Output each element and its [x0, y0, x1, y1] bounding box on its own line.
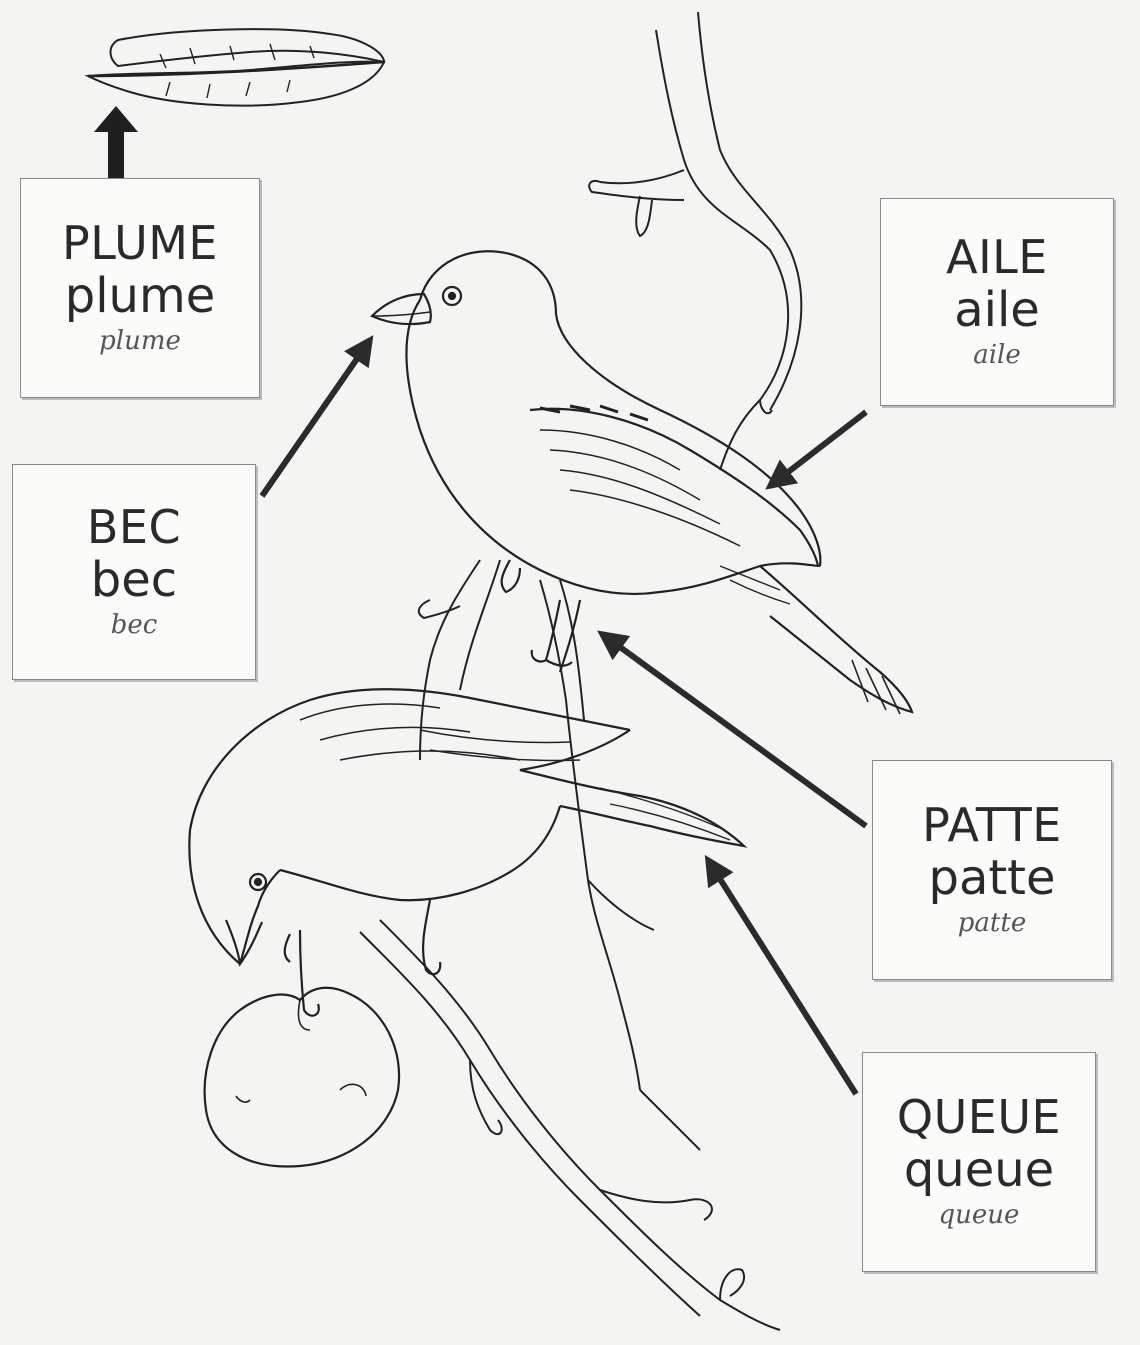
label-box-plume: PLUME plume plume — [20, 178, 260, 398]
label-bec-upper: BEC — [87, 501, 181, 554]
label-bec-cursive: bec — [111, 607, 158, 643]
label-patte-upper: PATTE — [922, 799, 1062, 852]
label-bec-lower: bec — [91, 554, 177, 607]
label-queue-cursive: queue — [939, 1197, 1020, 1233]
aile-arrow — [770, 412, 866, 486]
queue-arrow — [708, 860, 856, 1094]
label-box-bec: BEC bec bec — [12, 464, 256, 680]
plume-arrow — [94, 106, 138, 178]
fruit-illustration — [205, 988, 399, 1167]
lower-bird-illustration — [189, 689, 744, 1015]
label-box-queue: QUEUE queue queue — [862, 1052, 1096, 1272]
bec-arrow — [262, 340, 370, 496]
label-plume-lower: plume — [65, 270, 216, 323]
label-plume-cursive: plume — [99, 323, 181, 359]
label-queue-upper: QUEUE — [897, 1091, 1061, 1144]
label-box-patte: PATTE patte patte — [872, 760, 1112, 980]
label-box-aile: AILE aile aile — [880, 198, 1114, 406]
label-plume-upper: PLUME — [62, 217, 218, 270]
branch-illustration — [360, 12, 801, 1330]
upper-bird-illustration — [372, 251, 912, 714]
label-queue-lower: queue — [904, 1144, 1054, 1197]
label-aile-lower: aile — [954, 284, 1040, 337]
label-patte-lower: patte — [928, 852, 1055, 905]
feather-icon — [88, 29, 384, 105]
label-aile-cursive: aile — [973, 337, 1021, 373]
label-aile-upper: AILE — [946, 231, 1048, 284]
label-patte-cursive: patte — [958, 905, 1026, 941]
